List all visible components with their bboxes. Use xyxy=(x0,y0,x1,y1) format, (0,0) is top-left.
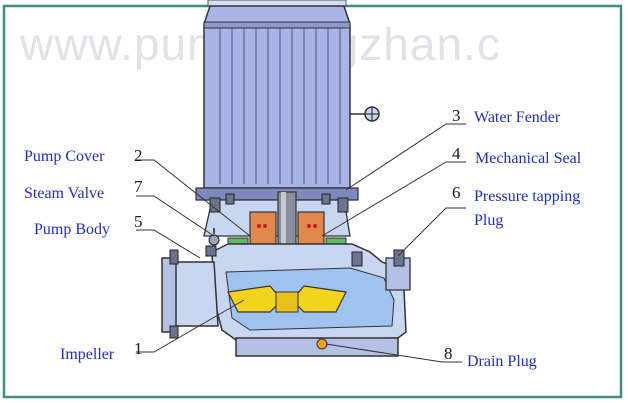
motor xyxy=(195,0,359,201)
number-2: 2 xyxy=(134,146,143,165)
drain-plug-marker xyxy=(316,338,328,350)
number-1: 1 xyxy=(134,339,143,358)
number-3: 3 xyxy=(452,106,461,125)
number-6: 6 xyxy=(452,183,461,202)
label-pressure-tapping-plug: Plug xyxy=(474,212,503,229)
number-5: 5 xyxy=(134,212,143,231)
number-8: 8 xyxy=(444,344,453,363)
leader-lines xyxy=(136,123,466,363)
number-4: 4 xyxy=(452,144,461,163)
steam-valve xyxy=(208,228,220,246)
bracket xyxy=(203,193,351,237)
label-drain-plug: Drain Plug xyxy=(467,353,537,370)
label-steam-valve: Steam Valve xyxy=(24,185,104,202)
impeller xyxy=(227,285,347,313)
label-pressure-tapping: Pressure tapping xyxy=(474,188,580,205)
label-pump-body: Pump Body xyxy=(34,221,110,238)
number-7: 7 xyxy=(134,177,143,196)
label-pump-cover: Pump Cover xyxy=(24,148,105,165)
label-water-fender: Water Fender xyxy=(474,109,561,126)
label-impeller: Impeller xyxy=(60,346,115,363)
junction-box xyxy=(350,106,380,122)
label-mechanical-seal: Mechanical Seal xyxy=(475,150,582,167)
